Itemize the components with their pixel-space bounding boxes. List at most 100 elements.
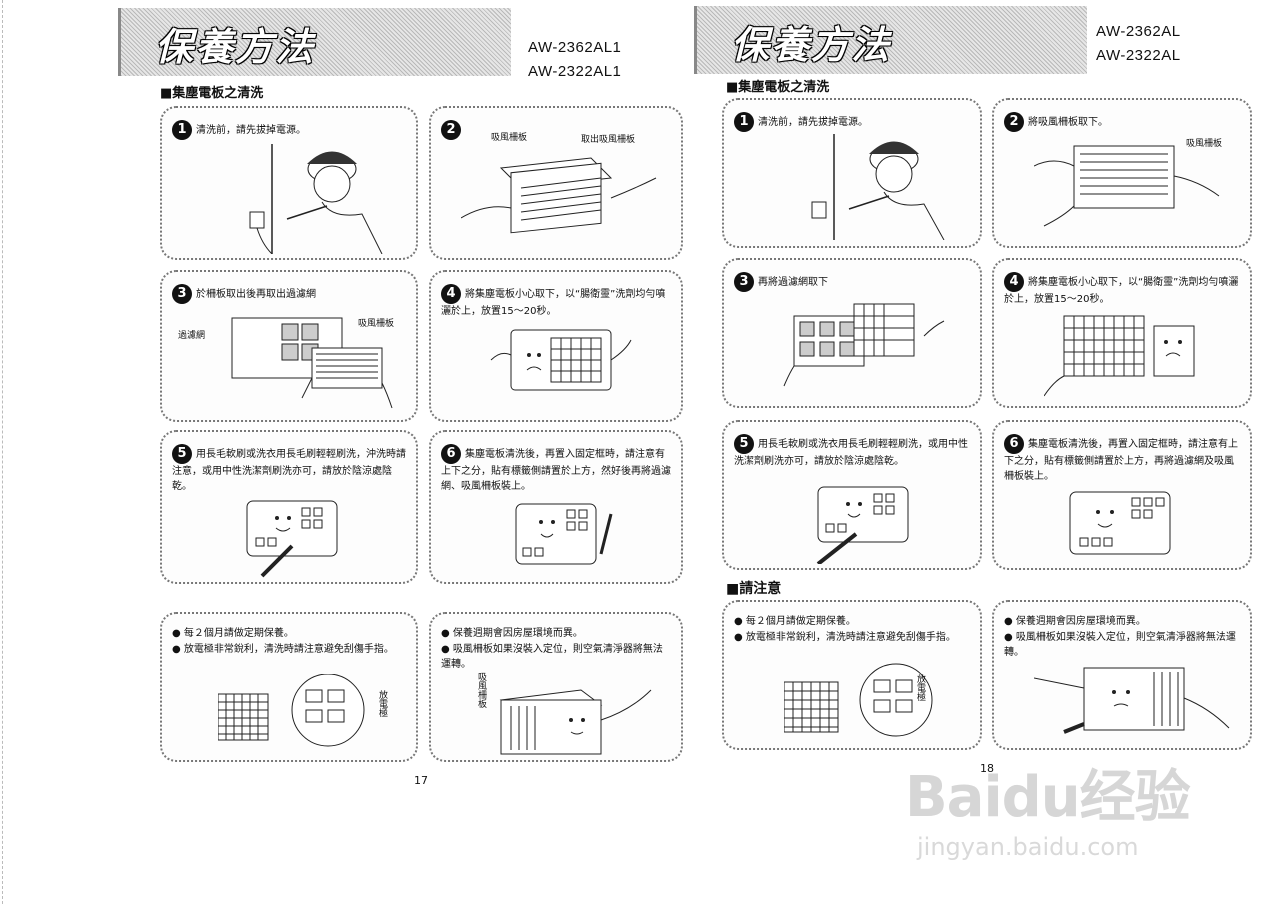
- part-label: 過濾網: [178, 331, 206, 341]
- note-text: ● 保養週期會因房屋環境而異。 ● 吸風柵板如果沒裝入定位，則空氣清淨器將無法運…: [441, 626, 671, 673]
- unplug-illustration: [249, 144, 383, 254]
- step-card-3: 3 再將過濾網取下: [722, 258, 982, 408]
- spray-panel-illustration: [1044, 315, 1195, 397]
- note-item-text: 保養週期會因房屋環境而異。: [452, 628, 583, 639]
- purifier-unit-illustration: [1034, 667, 1230, 734]
- part-label: 放電極: [915, 674, 925, 701]
- title-banner: 保養方法: [118, 8, 511, 76]
- note-item-text: 每２個月請做定期保養。: [183, 628, 294, 639]
- step-number: 4: [441, 284, 461, 304]
- step-number: 1: [734, 112, 754, 132]
- part-label: 吸風柵板: [491, 133, 528, 143]
- step-description: 將集塵電板小心取下，以“腸衛靈”洗劑均勻噴灑於上，放置15～20秒。: [441, 289, 666, 317]
- brush-panel-illustration: [816, 486, 909, 564]
- manual-page-17: 保養方法 AW-2362AL1 AW-2322AL1 ■集塵電板之清洗 1 清洗前…: [118, 8, 683, 787]
- note-card-1: ● 每２個月請做定期保養。 ● 放電極非常銳利，清洗時請注意避免刮傷手指。 放電…: [722, 600, 982, 750]
- step-text: 3 於柵板取出後再取出過濾網: [172, 284, 406, 304]
- step-description: 將集塵電板小心取下，以“腸衛靈”洗劑均勻噴灑於上，放置15～20秒。: [1004, 277, 1239, 305]
- step-description: 於柵板取出後再取出過濾網: [196, 289, 316, 300]
- step-card-1: 1 清洗前，請先拔掉電源。: [722, 98, 982, 248]
- electrode-grid-illustration: [218, 674, 365, 747]
- page-number: 18: [980, 762, 994, 775]
- step-number: 5: [734, 434, 754, 454]
- note-card-2: ● 保養週期會因房屋環境而異。 ● 吸風柵板如果沒裝入定位，則空氣清淨器將無法運…: [429, 612, 683, 762]
- title-banner: 保養方法: [694, 6, 1087, 74]
- page-title: 保養方法: [731, 23, 892, 67]
- step-description: 集塵電板清洗後，再置入固定框時，請注意有上下之分，貼有標籤側請置於上方，然好後再…: [441, 449, 671, 492]
- note-item: ● 保養週期會因房屋環境而異。: [1004, 616, 1146, 627]
- step-description: 清洗前，請先拔掉電源。: [196, 125, 306, 136]
- note-item-text: 放電極非常銳利，清洗時請注意避免刮傷手指。: [183, 644, 394, 655]
- note-item: ● 放電極非常銳利，清洗時請注意避免刮傷手指。: [172, 644, 394, 655]
- note-item: ● 每２個月請做定期保養。: [734, 616, 856, 627]
- part-label: 吸風柵板: [476, 672, 486, 708]
- note-card-1: ● 每２個月請做定期保養。 ● 放電極非常銳利，清洗時請注意避免刮傷手指。 放電…: [160, 612, 418, 762]
- step-description: 集塵電板清洗後，再置入固定框時，請注意有上下之分，貼有標籤側請置於上方，再將過濾…: [1004, 439, 1238, 482]
- section-heading: ■請注意: [726, 581, 782, 597]
- step-description: 清洗前，請先拔掉電源。: [758, 117, 868, 128]
- spray-panel-illustration: [490, 329, 632, 391]
- note-item-text: 保養週期會因房屋環境而異。: [1015, 616, 1146, 627]
- step-number: 2: [1004, 112, 1024, 132]
- step-description: 用長毛軟刷或洗衣用長毛刷輕輕刷洗，沖洗時請注意，或用中性洗潔劑刷洗亦可，請放於陰…: [172, 449, 406, 492]
- step-description: 將吸風柵板取下。: [1028, 117, 1108, 128]
- note-item: ● 放電極非常銳利，清洗時請注意避免刮傷手指。: [734, 632, 956, 643]
- step-card-1: 1 清洗前，請先拔掉電源。: [160, 106, 418, 260]
- note-item-text: 吸風柵板如果沒裝入定位，則空氣清淨器將無法運轉。: [441, 644, 663, 670]
- step-card-3: 3 於柵板取出後再取出過濾網 過濾網 吸風柵板: [160, 270, 418, 422]
- step-number: 6: [1004, 434, 1024, 454]
- step-number: 3: [172, 284, 192, 304]
- remove-filter-illustration: [231, 317, 393, 409]
- part-label: 放電極: [377, 690, 387, 717]
- note-item: ● 每２個月請做定期保養。: [172, 628, 294, 639]
- section-heading: ■集塵電板之清洗: [726, 80, 830, 95]
- remove-grille-illustration: [461, 157, 657, 234]
- section-heading: ■集塵電板之清洗: [160, 86, 264, 101]
- model-numbers: AW-2362AL AW-2322AL: [1096, 20, 1181, 68]
- note-item-text: 放電極非常銳利，清洗時請注意避免刮傷手指。: [745, 632, 956, 643]
- note-item-text: 吸風柵板如果沒裝入定位，則空氣清淨器將無法運轉。: [1004, 632, 1236, 658]
- page-title: 保養方法: [155, 25, 316, 69]
- reinstall-panel-illustration: [1069, 491, 1171, 555]
- page-number: 17: [414, 774, 428, 787]
- model-number: AW-2322AL1: [528, 63, 622, 80]
- step-text: 2 將吸風柵板取下。: [1004, 112, 1240, 132]
- note-item: ● 吸風柵板如果沒裝入定位，則空氣清淨器將無法運轉。: [441, 644, 663, 670]
- step-number: 4: [1004, 272, 1024, 292]
- step-number: 2: [441, 120, 461, 140]
- step-description: 再將過濾網取下: [758, 277, 828, 288]
- step-number: 5: [172, 444, 192, 464]
- step-text: 1 清洗前，請先拔掉電源。: [172, 120, 406, 140]
- note-card-2: ● 保養週期會因房屋環境而異。 ● 吸風柵板如果沒裝入定位，則空氣清淨器將無法運…: [992, 600, 1252, 750]
- model-number: AW-2362AL1: [528, 39, 622, 56]
- part-label: 吸風柵板: [358, 319, 395, 329]
- step-number: 1: [172, 120, 192, 140]
- step-description: 用長毛軟刷或洗衣用長毛刷輕輕刷洗，或用中性洗潔劑刷洗亦可，請放於陰涼處陰乾。: [734, 439, 968, 467]
- step-number: 6: [441, 444, 461, 464]
- page-margin-rule: [2, 0, 3, 904]
- step-text: 3 再將過濾網取下: [734, 272, 970, 292]
- baidu-watermark: Baidu经验 jingyan.baidu.com: [905, 752, 1235, 862]
- remove-grille-illustration: [1034, 145, 1220, 227]
- note-text: ● 保養週期會因房屋環境而異。 ● 吸風柵板如果沒裝入定位，則空氣清淨器將無法運…: [1004, 614, 1240, 661]
- note-text: ● 每２個月請做定期保養。 ● 放電極非常銳利，清洗時請注意避免刮傷手指。: [172, 626, 406, 658]
- watermark-brand: Baidu经验: [905, 765, 1191, 830]
- remove-filter-illustration: [783, 303, 945, 387]
- note-item: ● 吸風柵板如果沒裝入定位，則空氣清淨器將無法運轉。: [1004, 632, 1236, 658]
- manual-page-18: 保養方法 AW-2362AL AW-2322AL ■集塵電板之清洗 1 清洗前，請…: [640, 0, 1280, 904]
- step-text: 2: [441, 120, 671, 140]
- note-item-text: 每２個月請做定期保養。: [745, 616, 856, 627]
- model-number: AW-2322AL: [1096, 47, 1181, 64]
- part-label: 取出吸風柵板: [581, 135, 636, 145]
- step-number: 3: [734, 272, 754, 292]
